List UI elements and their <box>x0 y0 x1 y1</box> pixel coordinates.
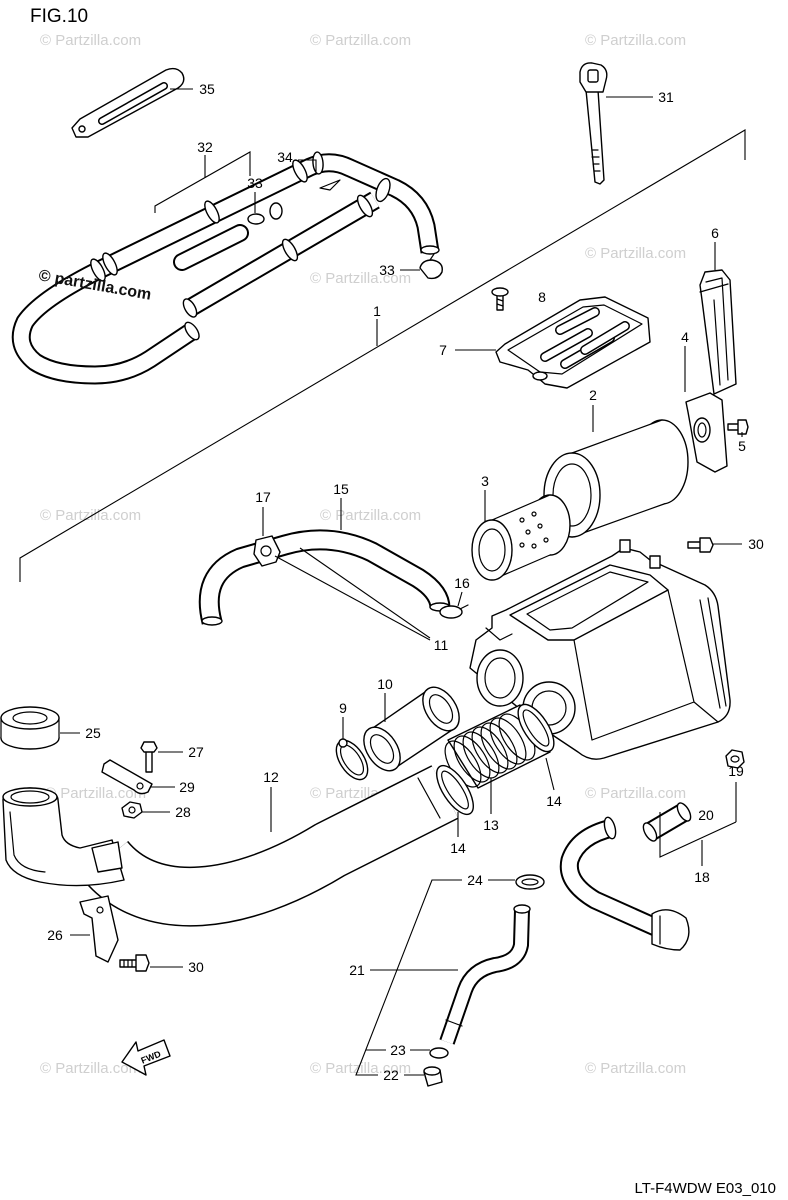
drain-hose-lower <box>439 904 531 1045</box>
callout-29: 29 <box>179 779 195 795</box>
air-cleaner-cover <box>495 296 651 389</box>
watermark: © Partzilla.com <box>585 245 686 262</box>
callout-5: 5 <box>738 438 746 454</box>
callout-33-b: 33 <box>379 262 395 278</box>
callout-11: 11 <box>434 637 449 653</box>
watermark: © Partzilla.com <box>585 785 686 802</box>
nut <box>121 801 143 819</box>
watermarks: © Partzilla.com © Partzilla.com © Partzi… <box>40 32 686 1077</box>
callout-16: 16 <box>454 575 470 591</box>
callout-7: 7 <box>439 342 447 358</box>
bolt <box>727 419 749 435</box>
callout-9: 9 <box>339 700 347 716</box>
callout-23: 23 <box>390 1042 406 1058</box>
watermark: © Partzilla.com <box>45 785 146 802</box>
callout-35: 35 <box>199 81 215 97</box>
hose-clip <box>725 749 745 769</box>
callout-14-a: 14 <box>546 793 562 809</box>
watermark: © Partzilla.com <box>40 32 141 49</box>
intake-tube <box>81 765 459 927</box>
intake-sleeve <box>363 686 460 772</box>
callout-21: 21 <box>349 962 365 978</box>
assembly-bracket-line <box>19 129 746 582</box>
inner-filter <box>471 494 571 581</box>
mounting-strip <box>101 759 153 795</box>
callout-24: 24 <box>467 872 483 888</box>
drain-hose-upper <box>198 529 451 626</box>
hose-cap <box>423 1066 443 1087</box>
callout-30-a: 30 <box>748 536 764 552</box>
watermark: © Partzilla.com <box>310 32 411 49</box>
bracket-plate <box>685 392 728 473</box>
callout-18: 18 <box>694 869 710 885</box>
watermark: © Partzilla.com <box>585 1060 686 1077</box>
forward-direction-arrow: FWD <box>121 1039 171 1076</box>
short-breather-hose <box>173 224 249 271</box>
screw <box>491 287 509 311</box>
bolt <box>687 537 714 553</box>
figure-code: LT-F4WDW E03_010 <box>635 1180 776 1197</box>
mounting-bracket <box>79 895 119 963</box>
drain-hose-right <box>559 816 690 951</box>
hose-clip <box>419 253 443 280</box>
bolt <box>119 954 150 972</box>
callout-34: 34 <box>277 149 293 165</box>
callout-28: 28 <box>175 804 191 820</box>
grommet <box>0 706 60 750</box>
bolt <box>140 741 158 773</box>
callout-27: 27 <box>188 744 204 760</box>
callout-26: 26 <box>47 927 63 943</box>
callout-33-a: 33 <box>247 175 263 191</box>
hose-clamp <box>515 874 545 890</box>
callout-8: 8 <box>538 289 546 305</box>
callout-2: 2 <box>589 387 597 403</box>
strap <box>71 67 185 138</box>
callout-22: 22 <box>383 1067 399 1083</box>
callout-12: 12 <box>263 769 279 785</box>
callout-30-b: 30 <box>188 959 204 975</box>
callout-19: 19 <box>728 763 744 779</box>
callout-6: 6 <box>711 225 719 241</box>
hose-clip <box>247 202 283 225</box>
breather-hose-assembly <box>11 151 440 385</box>
callout-4: 4 <box>681 329 689 345</box>
callout-20: 20 <box>698 807 714 823</box>
leader-lines <box>60 88 743 1076</box>
seal-piece <box>699 269 737 395</box>
hose-clip <box>429 1047 449 1059</box>
callout-13: 13 <box>483 817 499 833</box>
watermark: © Partzilla.com <box>310 270 411 287</box>
callout-15: 15 <box>333 481 349 497</box>
watermark: © Partzilla.com <box>40 507 141 524</box>
watermark: © Partzilla.com <box>320 507 421 524</box>
callout-31: 31 <box>658 89 674 105</box>
callout-10: 10 <box>377 676 393 692</box>
hose-clamp <box>517 703 555 753</box>
hose-clamp <box>436 764 474 816</box>
callout-17: 17 <box>255 489 271 505</box>
cable-tie <box>579 62 608 185</box>
figure-title: FIG.10 <box>30 6 88 27</box>
hose-clamp <box>253 535 281 567</box>
inlet-fitting <box>2 787 125 887</box>
hose-clamp <box>439 604 469 619</box>
hose-clamp <box>335 738 369 781</box>
watermark: © Partzilla.com <box>310 1060 411 1077</box>
callout-3: 3 <box>481 473 489 489</box>
short-drain-hose <box>642 802 692 842</box>
callout-32: 32 <box>197 139 213 155</box>
callout-1: 1 <box>373 303 381 319</box>
callout-labels: 35 31 32 34 33 33 6 8 7 4 1 2 5 3 17 15 … <box>47 81 764 1083</box>
callout-14-b: 14 <box>450 840 466 856</box>
callout-25: 25 <box>85 725 101 741</box>
watermark: © Partzilla.com <box>40 1060 141 1077</box>
watermark: © Partzilla.com <box>585 32 686 49</box>
